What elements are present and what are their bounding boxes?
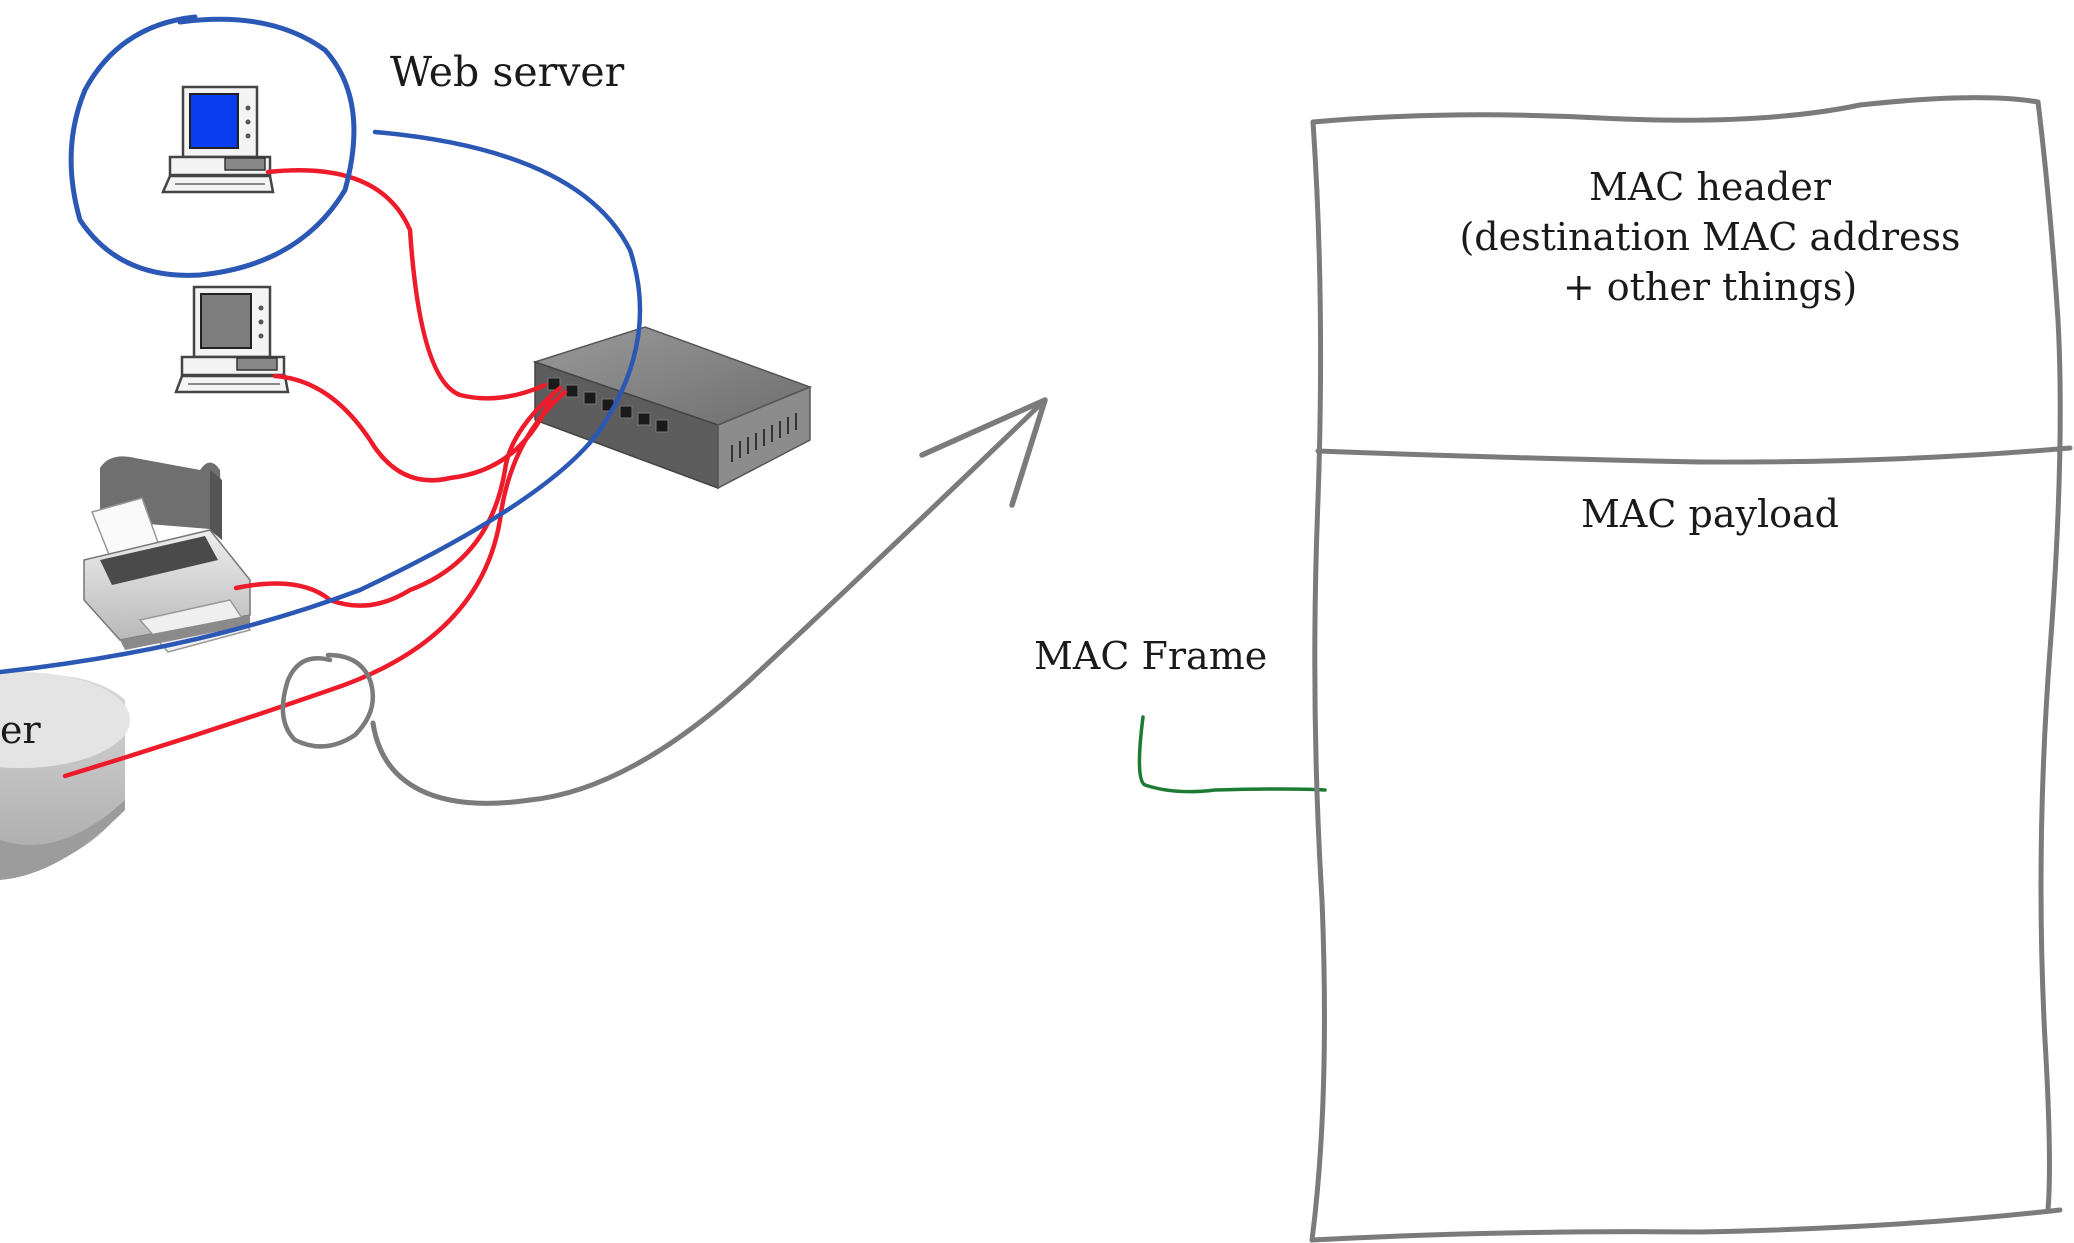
mac-frame-box: [1309, 95, 2073, 1243]
lan-cables: [62, 167, 568, 779]
printer: [83, 456, 252, 653]
annotation-arrow: [370, 397, 1048, 806]
mac-payload-label: MAC payload: [1581, 492, 1839, 536]
web-server-highlight: [68, 14, 357, 278]
cable-router: [62, 389, 568, 779]
computer: [174, 285, 290, 394]
network-switch: [532, 326, 813, 490]
frame-divider: [1315, 445, 2073, 465]
cable-highlight-circle: [280, 652, 376, 749]
mac-header-line-1: MAC header: [1588, 165, 1832, 209]
mac-header-line-2: (destination MAC address: [1459, 215, 1961, 259]
frame-left-edge: [1309, 119, 1327, 1243]
arrow-head-icon: [919, 397, 1048, 508]
mac-header-text: MAC header (destination MAC address + ot…: [1400, 162, 2020, 312]
cable-printer: [233, 385, 563, 608]
frame-right-edge: [2035, 99, 2063, 1213]
uplink-cable: [0, 129, 643, 675]
frame-bottom-edge: [1309, 1207, 2063, 1243]
cable-computer: [272, 373, 553, 483]
cable-web-server: [265, 167, 548, 401]
web-server-label: Web server: [390, 48, 625, 96]
frame-top-edge: [1310, 95, 2041, 125]
mac-header-line-3: + other things): [1562, 265, 1858, 309]
router-label: er: [0, 708, 41, 752]
frame-connector: [1137, 715, 1327, 794]
mac-frame-label: MAC Frame: [1034, 634, 1268, 678]
web-server-computer: [161, 85, 275, 194]
router: [0, 672, 130, 880]
